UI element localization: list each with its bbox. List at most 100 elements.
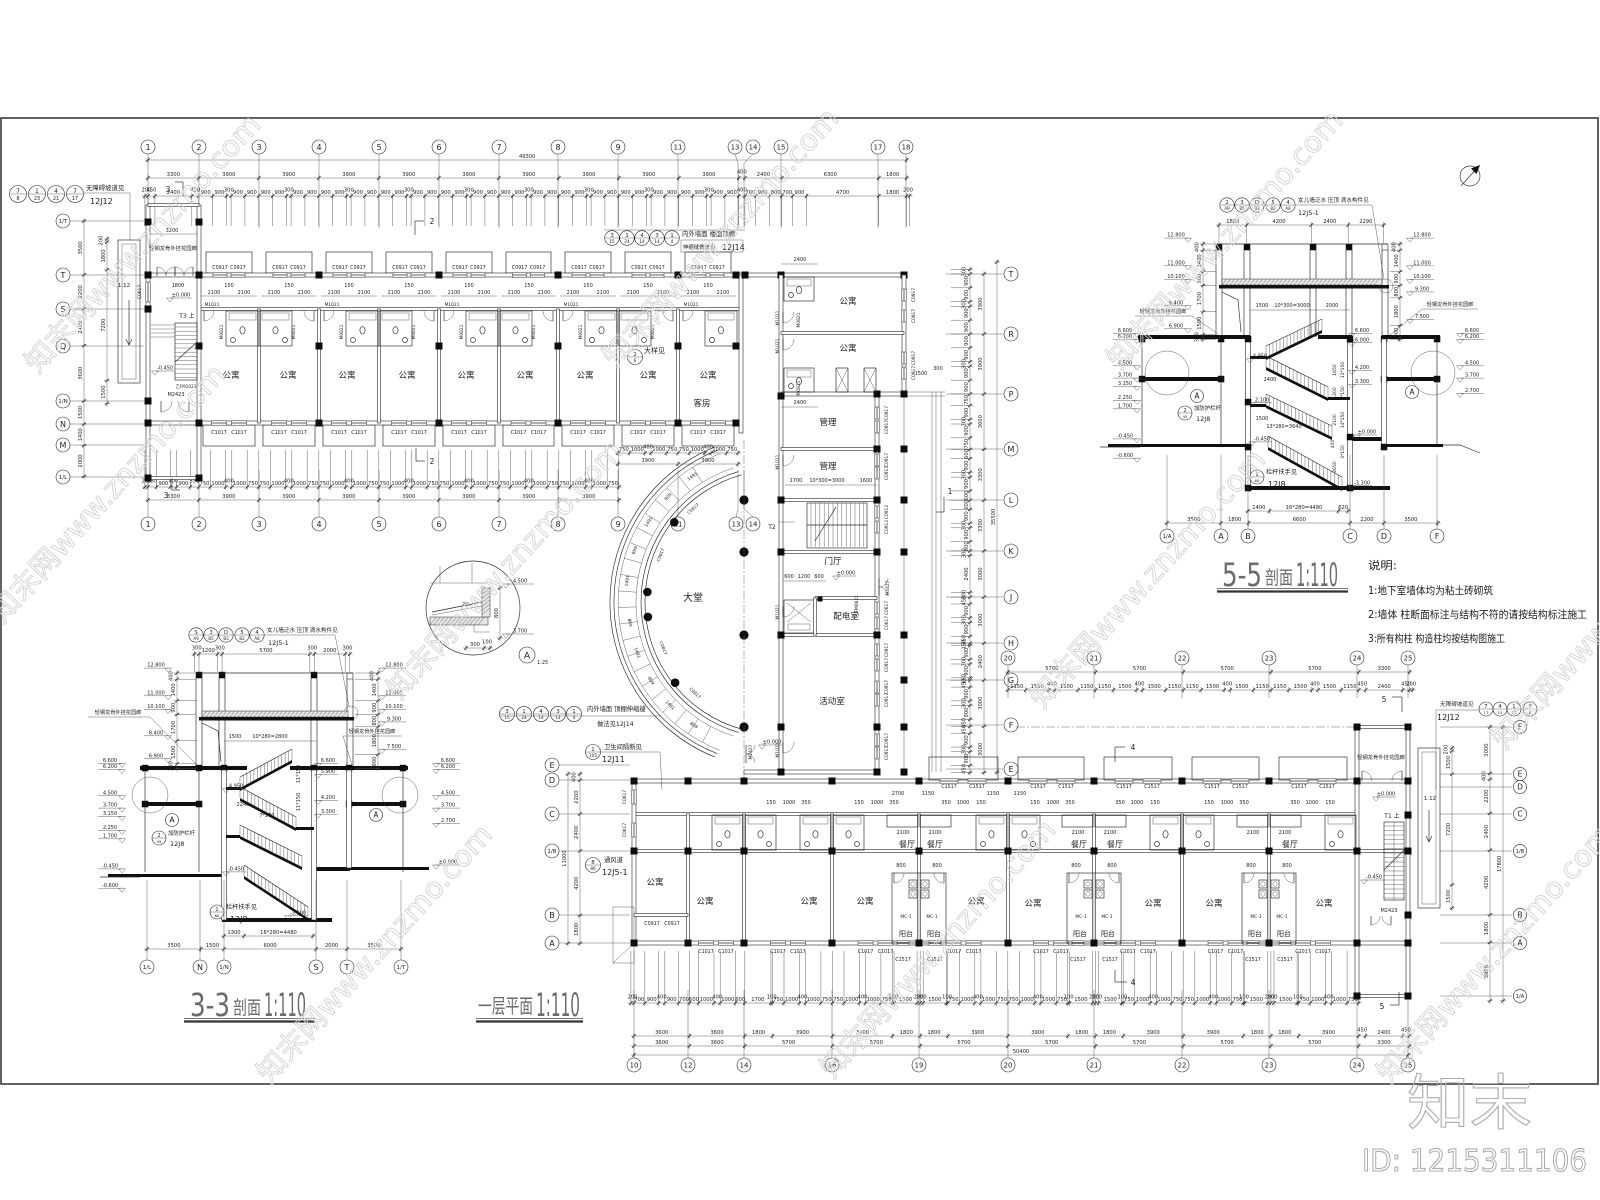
dimension-text: 1000 xyxy=(1217,997,1230,1003)
dimension-text: 600 xyxy=(964,500,970,510)
dimension-text: 750 xyxy=(822,997,832,1003)
dimension-text: 2000 xyxy=(1326,303,1339,309)
dimension-text: 5700 xyxy=(870,1040,883,1046)
reference-bubble: 314 xyxy=(550,706,566,722)
window-label: C0917 xyxy=(911,351,917,365)
axis-bubble: 1/L xyxy=(55,469,71,485)
north-arrow-icon xyxy=(1459,165,1481,187)
column xyxy=(435,271,443,279)
level-text: ±0.000 xyxy=(763,740,782,746)
level-mark: -0.450 xyxy=(151,366,175,376)
dimension-text: 1500 xyxy=(1148,684,1161,690)
section-mark-label: 4 xyxy=(1131,978,1136,987)
dimension-text: 300 xyxy=(224,187,234,193)
dimension-text: 1800 xyxy=(574,923,580,936)
dimension-text: 1200 xyxy=(202,648,215,654)
ref-sheet: 15 xyxy=(504,715,510,721)
window xyxy=(391,420,407,426)
dimension-text: 11*150 xyxy=(296,765,302,783)
ref-sheet: 60 xyxy=(215,913,220,918)
stair-label: T3 上 xyxy=(178,312,194,320)
column xyxy=(1380,443,1388,451)
level-mark: 10.100 xyxy=(1406,274,1434,284)
column xyxy=(554,342,562,350)
dimension-text: 150 xyxy=(703,283,713,289)
level-text: 11.000 xyxy=(1167,260,1185,266)
level-mark: 1.700 xyxy=(1113,403,1141,414)
ref-number: 1 xyxy=(625,233,628,239)
axis-bubble: 6 xyxy=(431,139,447,155)
level-mark: 4.500 xyxy=(1113,360,1141,371)
door-label: M0821 xyxy=(796,380,802,395)
axis-label: B xyxy=(549,911,555,920)
dimension-text: 3300 xyxy=(1378,666,1391,672)
level-text: ±0.000 xyxy=(1358,430,1377,436)
column xyxy=(1217,335,1225,343)
dimension-text: 1500 xyxy=(1104,997,1117,1003)
level-text: 4.500 xyxy=(103,790,117,796)
door-swing xyxy=(183,266,194,277)
axis-bubble: T xyxy=(1003,266,1019,282)
window xyxy=(291,420,307,426)
window xyxy=(530,420,547,426)
window-label: C0917 xyxy=(884,680,890,694)
ref-number: 3 xyxy=(610,233,613,239)
column xyxy=(141,764,149,772)
axis-bubble: 12 xyxy=(680,1057,696,1073)
window-label: C0917 xyxy=(530,265,546,271)
dimension-text: 2400 xyxy=(757,172,770,178)
level-mark: -0.450 xyxy=(1248,437,1272,447)
ramp-slope: 1:12 xyxy=(118,283,130,289)
dimension-text: 150 xyxy=(524,283,534,289)
axis-bubble: D xyxy=(1513,780,1527,794)
window xyxy=(471,420,487,426)
window xyxy=(877,940,894,946)
door-label: MC-1 xyxy=(1276,914,1287,920)
level-mark: 12.800 xyxy=(1164,233,1192,243)
level-text: 6.900 xyxy=(1169,323,1183,329)
axis-label: D xyxy=(549,776,555,785)
dimension-text: 2100 xyxy=(388,290,401,296)
reference-bubble: DB3 xyxy=(218,627,234,643)
dimension-text: 2400 xyxy=(964,567,970,580)
dimension-text: 4700 xyxy=(836,190,849,196)
dimension-text: 3000 xyxy=(1484,743,1490,756)
dimension-text: 2400 xyxy=(1323,219,1336,225)
dimension-text: 35500 xyxy=(991,509,997,526)
column xyxy=(315,419,323,427)
axis-label: A xyxy=(549,939,555,948)
axis-label: L xyxy=(1009,496,1014,505)
level-mark: 3.300 xyxy=(314,809,338,819)
dimension-text: 16*280=4480 xyxy=(1286,505,1323,511)
axis-label: D xyxy=(1517,783,1523,792)
dimension-text: 1800 xyxy=(1226,219,1239,225)
axis-bubble: N xyxy=(55,416,71,432)
room-label: 阳台 xyxy=(1277,929,1291,938)
column xyxy=(144,419,152,427)
general-notes: 说明: 1:地下室墙体均为粘土砖砌筑 2:墙体 柱断面标注与结构不符的请按结构标… xyxy=(1368,558,1587,645)
window xyxy=(874,746,880,760)
dimension-text: 150 xyxy=(1204,800,1214,806)
dimension-text: 1800 xyxy=(372,734,378,747)
window xyxy=(1315,940,1331,946)
dimension-text: 1800 xyxy=(1103,1030,1116,1036)
dimension-text: 1800 xyxy=(1228,517,1241,523)
dimension-text: 400 xyxy=(284,478,294,484)
dimension-text: 1000 xyxy=(691,447,704,453)
dimension-text: 1500 xyxy=(229,734,242,740)
level-mark: 12.800 xyxy=(144,663,172,673)
dimension-text: 900 xyxy=(473,190,483,196)
column xyxy=(315,342,323,350)
dimension-text: 800 xyxy=(1246,863,1256,869)
window xyxy=(332,272,348,278)
dimension-text: 900 xyxy=(727,190,737,196)
annotation: 通风道 xyxy=(604,855,624,864)
detail-bubble: A xyxy=(1190,389,1204,403)
dimension-text: 300 xyxy=(961,470,967,480)
dimension-text: 3500 xyxy=(167,943,180,949)
dimension-text: 49300 xyxy=(519,154,536,160)
detail-bubble: A xyxy=(165,813,179,827)
